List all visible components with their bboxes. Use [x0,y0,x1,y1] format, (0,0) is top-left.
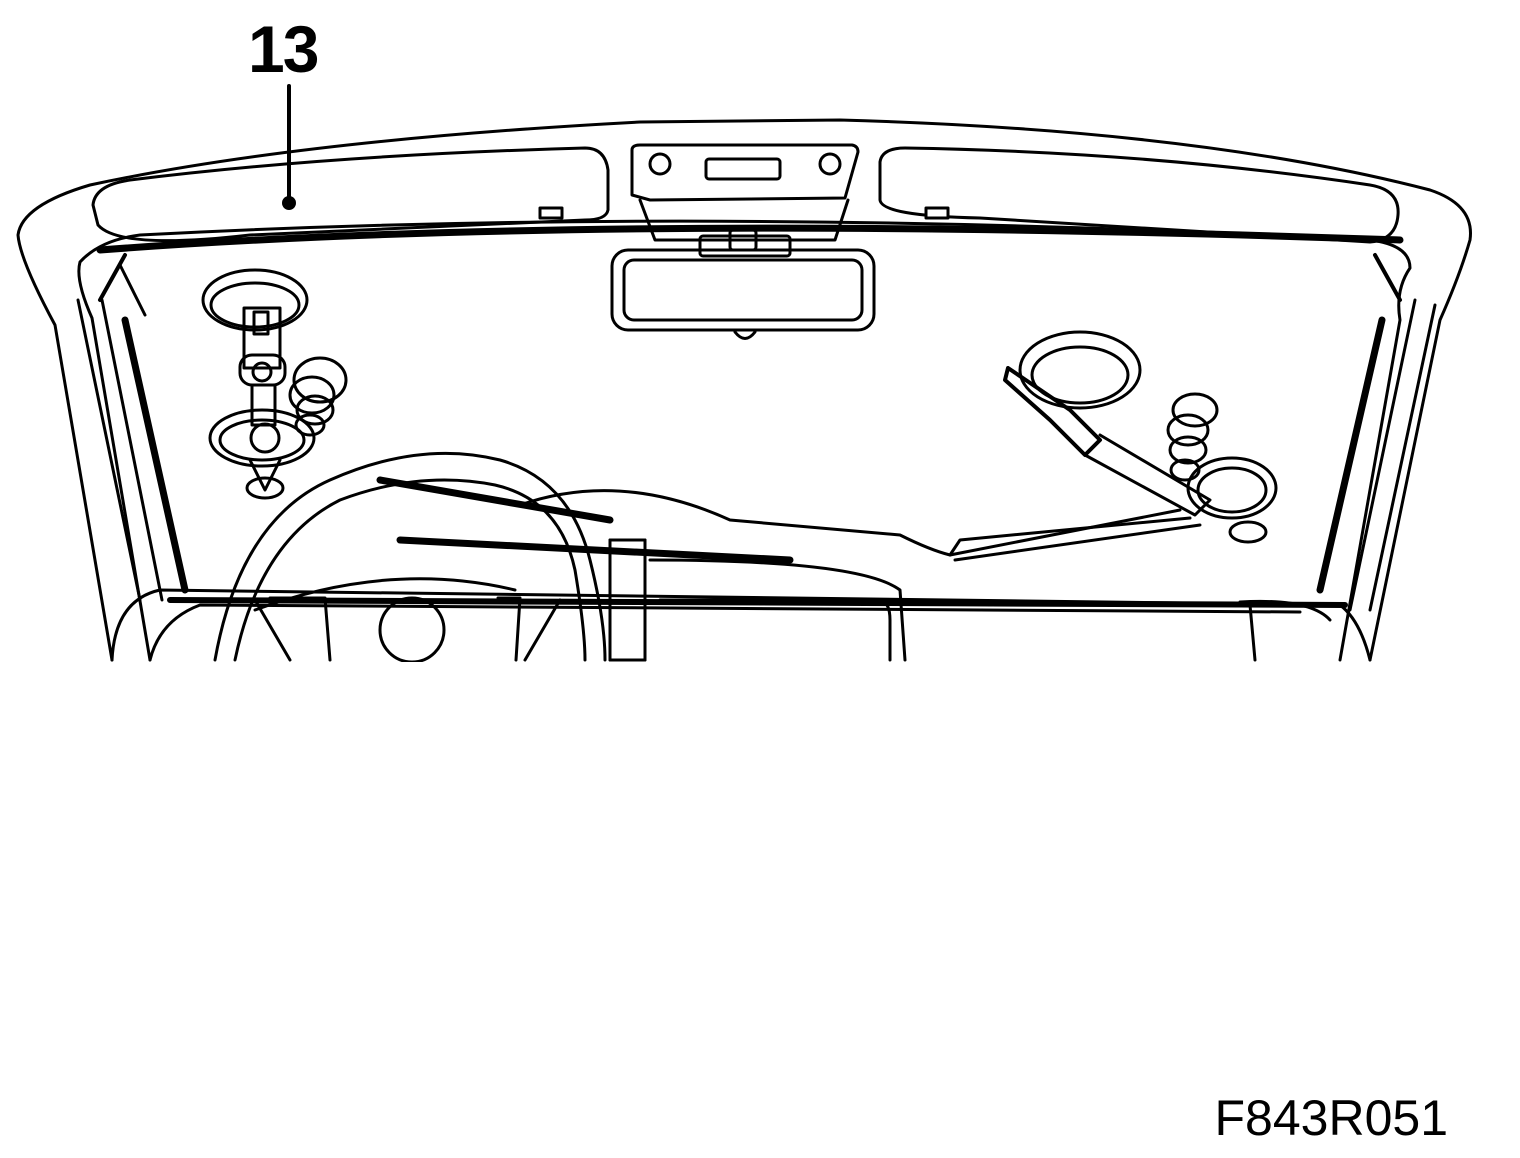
suction-cup-tool-right-icon [1003,330,1278,544]
drawing-cutoff [0,662,1520,682]
callout-label: 13 [248,12,319,86]
rear-view-mirror-icon [610,228,876,340]
figure-code: F843R051 [1214,1090,1449,1146]
suction-cup-tool-left-icon [201,268,348,500]
callout-leader [282,84,296,210]
interior-light-icon [630,143,860,242]
windscreen-frame-icon [16,118,1472,662]
